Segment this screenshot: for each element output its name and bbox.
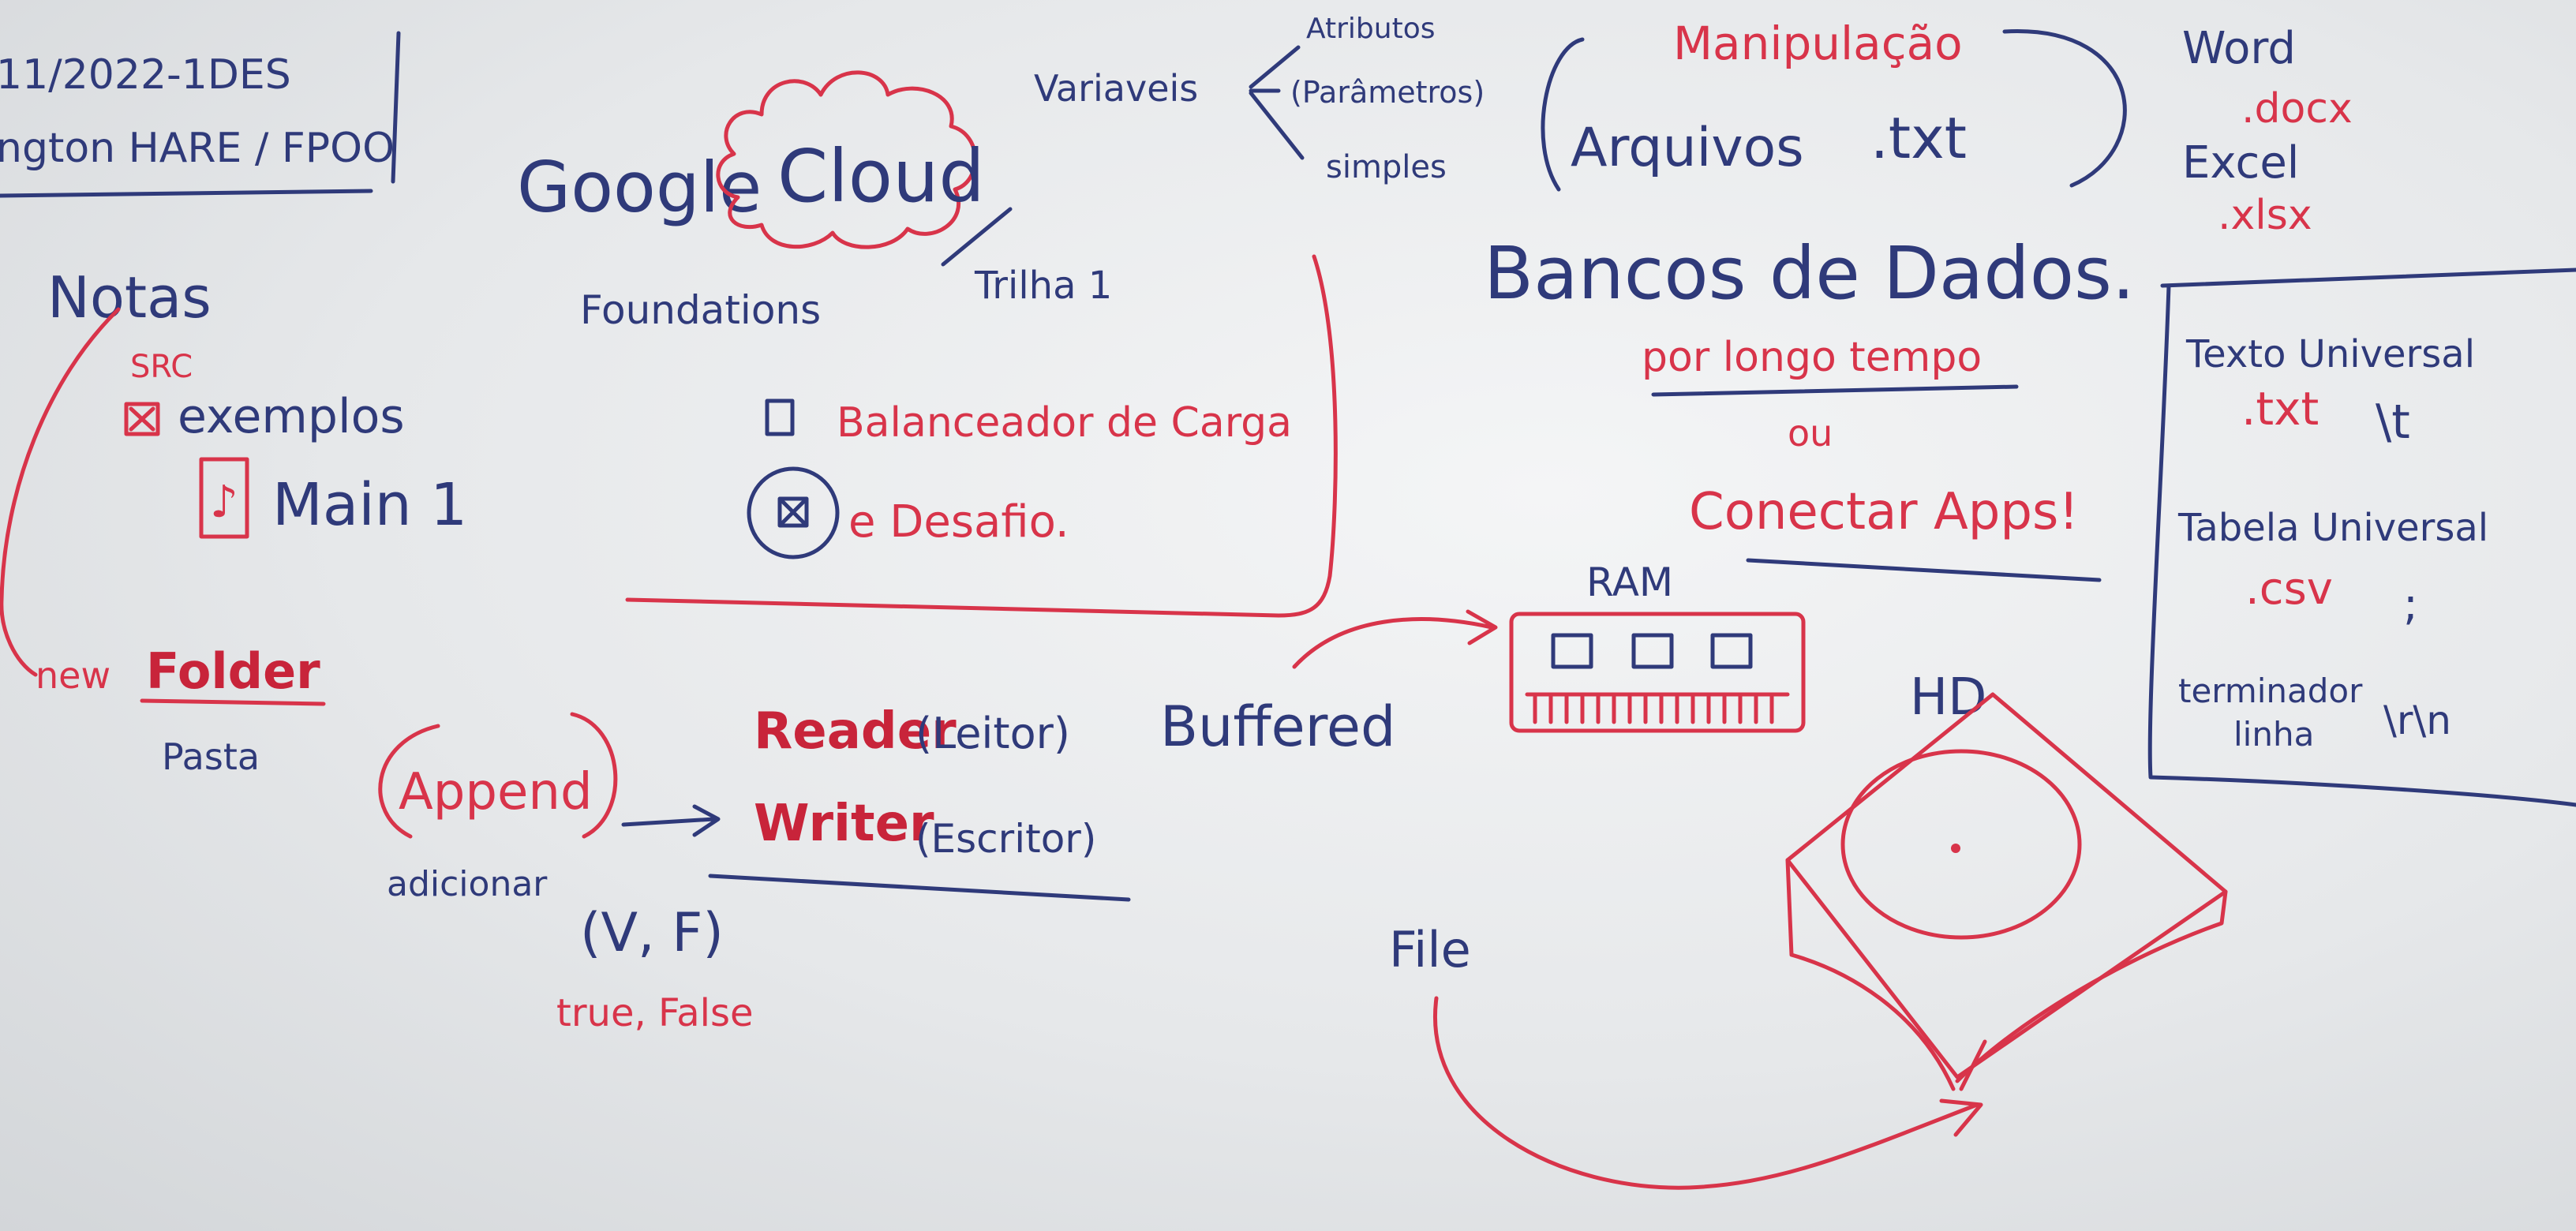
arquivos-txt: .txt — [1870, 105, 1967, 171]
ou-word: ou — [1788, 412, 1833, 455]
cloud-shape — [716, 70, 978, 249]
header-divider-horizontal — [0, 189, 373, 198]
hd-side-faces — [1785, 858, 2228, 1091]
formats-rn: \r\n — [2383, 698, 2451, 743]
file-block: File — [1389, 921, 1983, 1190]
formats-box-border — [2147, 268, 2576, 807]
formats-semicolon: ; — [2403, 579, 2418, 630]
vf-word: (V, F) — [580, 902, 724, 964]
circle-checkbox-desafio — [747, 466, 840, 559]
parametros-word: (Parâmetros) — [1290, 75, 1485, 110]
docx-label: .docx — [2241, 85, 2353, 133]
header-teacher: ngton HARE / FPOO — [0, 125, 395, 172]
ram-label: RAM — [1586, 559, 1673, 605]
truefalse-word: true, False — [556, 991, 754, 1035]
google-cloud-block: Google Cloud Foundations Trilha 1 Balanc… — [517, 70, 1338, 618]
notes-bracket — [0, 307, 121, 677]
xlsx-label: .xlsx — [2218, 192, 2312, 239]
balanceador-text: Balanceador de Carga — [837, 399, 1292, 447]
arquivos-block: Manipulação Arquivos .txt — [1541, 17, 2127, 192]
longo-underline — [1651, 384, 2019, 397]
conectar-underline — [1746, 558, 2102, 582]
cloud-word: Cloud — [777, 134, 985, 219]
hd-block: HD — [1785, 668, 2228, 1091]
checkbox-exemplos — [124, 402, 160, 436]
ram-chip-1 — [1551, 633, 1593, 669]
folder-underline — [140, 698, 326, 706]
notes-src: SRC — [130, 349, 193, 385]
notes-new: new — [36, 654, 110, 697]
ram-pins — [1525, 692, 1790, 724]
header-divider-vertical — [391, 31, 401, 184]
texto-universal: Texto Universal — [2185, 332, 2475, 376]
ram-chip-3 — [1710, 633, 1753, 669]
notes-exemplos: exemplos — [178, 389, 405, 444]
file-label: File — [1389, 921, 1471, 978]
office-block: Word .docx Excel .xlsx — [2182, 23, 2353, 239]
desafio-text: e Desafio. — [848, 496, 1069, 548]
banco-title: Bancos de Dados. — [1484, 231, 2135, 316]
ram-chip-2 — [1631, 633, 1674, 669]
reader-word: Reader — [754, 702, 957, 761]
foundations-word: Foundations — [580, 287, 821, 333]
simples-word: simples — [1326, 149, 1447, 185]
music-file-icon — [199, 457, 249, 539]
arquivos-parens — [1541, 29, 2127, 192]
excel-label: Excel — [2182, 137, 2299, 189]
adicionar-word: adicionar — [387, 864, 548, 904]
formats-tab: \t — [2376, 395, 2410, 450]
writer-word: Writer — [754, 795, 934, 853]
notes-tree: Notas SRC exemplos ♪ Main 1 new Folder P… — [0, 264, 467, 778]
file-arrow — [1433, 996, 1983, 1190]
hd-spindle — [1951, 844, 1960, 853]
trilha-slash — [941, 207, 1013, 267]
linha-word: linha — [2233, 715, 2314, 754]
notes-title: Notas — [47, 264, 212, 331]
word-label: Word — [2182, 23, 2296, 74]
variaveis-block: Variaveis Atributos (Parâmetros) simples — [1034, 13, 1485, 185]
checkbox-balanceador — [765, 398, 795, 436]
variaveis-label: Variaveis — [1034, 67, 1198, 110]
manipulacao-title: Manipulação — [1673, 17, 1963, 70]
tabela-universal: Tabela Universal — [2177, 506, 2488, 550]
buffered-arrow — [1292, 609, 1498, 669]
terminador-word: terminador — [2178, 672, 2363, 710]
hd-label: HD — [1910, 668, 1986, 727]
variaveis-branches — [1249, 45, 1305, 160]
streams-block: Append adicionar (V, F) true, False Read… — [378, 609, 1498, 1035]
append-arrow — [621, 804, 721, 837]
escritor-word: (Escritor) — [915, 816, 1096, 862]
leitor-word: (Leitor) — [915, 709, 1070, 758]
arquivos-word: Arquivos — [1571, 117, 1804, 179]
longo-tempo: por longo tempo — [1642, 334, 1982, 381]
banco-block: Bancos de Dados. por longo tempo ou Cone… — [1484, 231, 2135, 582]
append-parens — [378, 712, 618, 839]
streams-underline — [708, 874, 1131, 902]
ram-block: RAM — [1509, 559, 1806, 733]
music-note-glyph: ♪ — [210, 477, 238, 528]
notes-pasta: Pasta — [162, 735, 260, 778]
atributos-word: Atributos — [1306, 13, 1435, 45]
trilha-word: Trilha 1 — [974, 264, 1112, 308]
hd-platter — [1840, 749, 2082, 940]
notes-main: Main 1 — [272, 471, 467, 539]
formats-txt: .txt — [2241, 382, 2319, 436]
ram-stick — [1509, 612, 1806, 733]
formats-csv: .csv — [2245, 563, 2333, 615]
header-date: 11/2022-1DES — [0, 51, 291, 99]
conectar-apps: Conectar Apps! — [1689, 483, 2079, 541]
notes-folder: Folder — [146, 642, 320, 700]
header-block: 11/2022-1DES ngton HARE / FPOO — [0, 31, 401, 198]
google-bracket — [625, 254, 1338, 618]
buffered-word: Buffered — [1160, 694, 1395, 759]
append-word: Append — [399, 763, 593, 821]
formats-box: Texto Universal .txt \t Tabela Universal… — [2147, 268, 2576, 807]
